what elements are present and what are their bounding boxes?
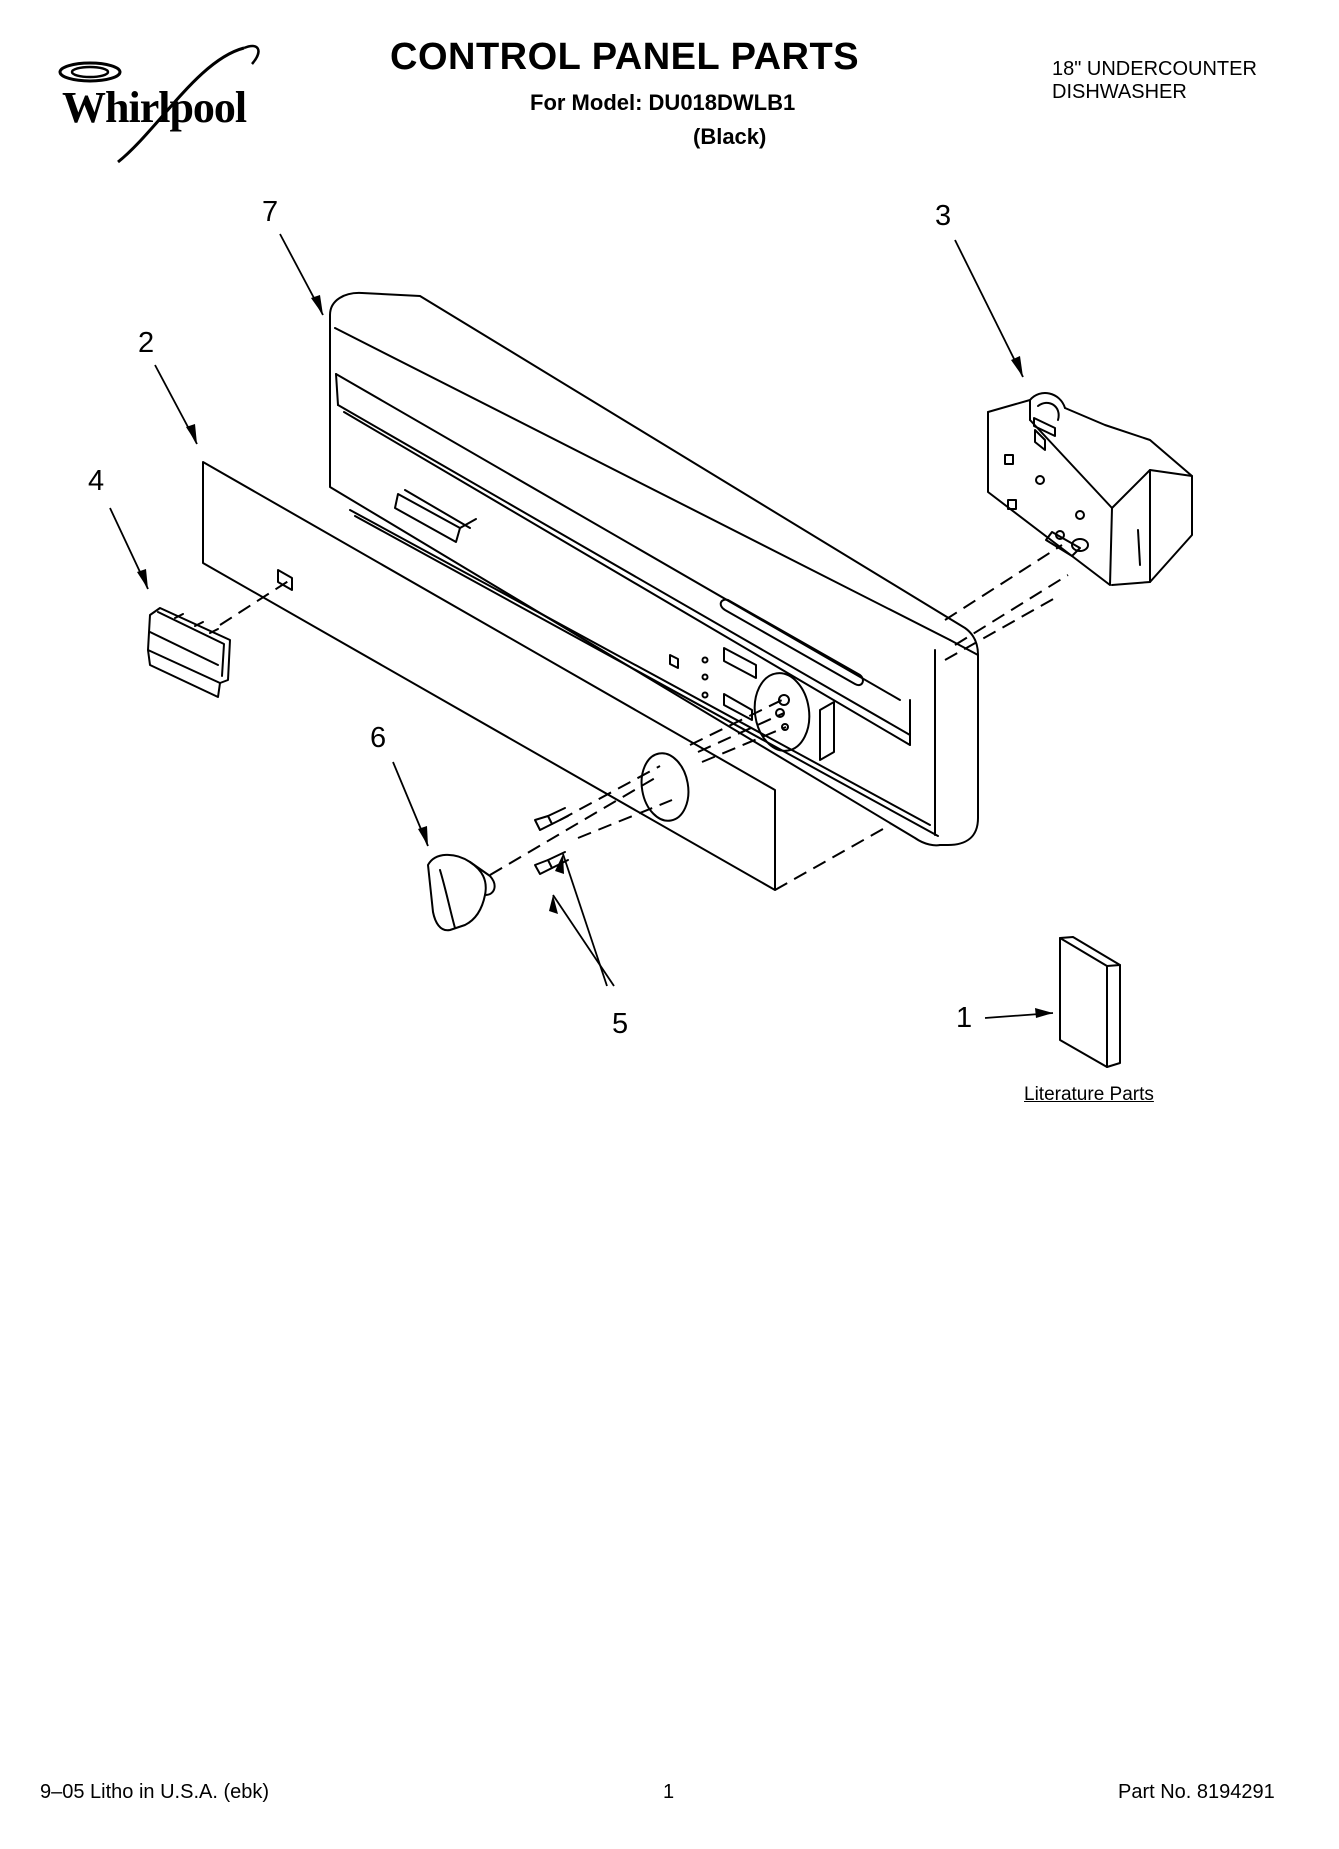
callout-5: 5	[612, 1008, 629, 1040]
literature-parts-label: Literature Parts	[1024, 1084, 1154, 1105]
product-type-line-1: 18" UNDERCOUNTER	[1052, 58, 1257, 80]
page-title: CONTROL PANEL PARTS	[390, 36, 860, 78]
logo-swirl-icon	[58, 44, 260, 164]
model-line: For Model: DU018DWLB1	[530, 90, 796, 115]
whirlpool-logo: Whirlpool	[48, 40, 278, 170]
leader-arrows	[109, 233, 1054, 1019]
timer-assembly	[987, 392, 1193, 586]
callout-4: 4	[88, 465, 105, 497]
rocker-switch	[147, 607, 231, 698]
product-type: 18" UNDERCOUNTER DISHWASHER	[1052, 58, 1257, 104]
page-number: 1	[663, 1781, 675, 1803]
assembly-lines	[219, 544, 1069, 891]
brand-name: Whirlpool	[62, 83, 247, 132]
part-number: Part No. 8194291	[1118, 1781, 1275, 1803]
color-note: (Black)	[693, 124, 767, 149]
overlay-panel	[202, 461, 776, 891]
control-knob	[427, 853, 496, 932]
product-type-line-2: DISHWASHER	[1052, 81, 1187, 103]
callout-7: 7	[262, 196, 279, 228]
callout-3: 3	[935, 200, 952, 232]
callout-1: 1	[956, 1002, 973, 1034]
callout-6: 6	[370, 722, 387, 754]
control-panel-housing	[329, 291, 979, 847]
callout-2: 2	[138, 327, 155, 359]
literature-parts-booklet	[1059, 936, 1121, 1068]
footer-litho: 9–05 Litho in U.S.A. (ebk)	[40, 1781, 270, 1803]
arrow-heads	[137, 295, 1053, 1018]
